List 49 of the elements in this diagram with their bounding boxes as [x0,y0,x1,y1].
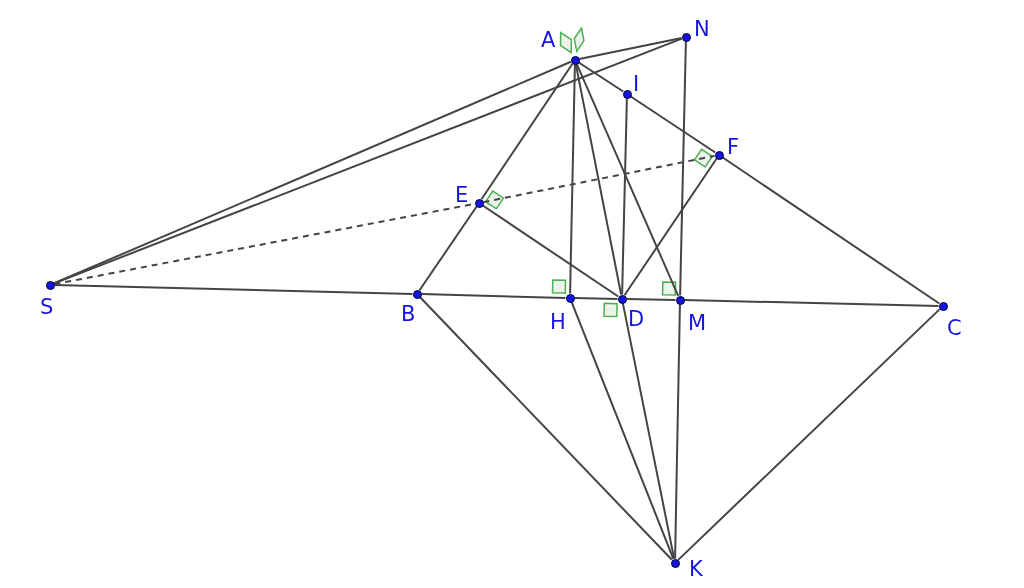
point-label: E [455,185,469,206]
point [681,32,691,42]
line-segment [625,298,677,301]
point-label: B [401,304,416,325]
line-segment [677,308,941,561]
line-segment [577,61,625,93]
line-segment [629,95,717,154]
line-segment [418,205,478,292]
line-segment [480,62,574,201]
line-segment [623,157,718,297]
point [570,55,580,65]
point-label: H [550,312,566,333]
line-segment [674,303,681,560]
point-label: S [40,297,54,318]
point [565,293,575,303]
line-segment [574,63,623,296]
point-label: F [727,137,740,158]
point [938,301,948,311]
point-label: D [628,309,645,330]
point [670,558,680,568]
line-segment [621,97,628,296]
point [675,295,685,305]
line-segment [53,284,414,295]
line-segment [621,302,676,560]
point [617,294,627,304]
point-label: M [688,313,707,334]
line-segment [573,297,619,300]
point [622,89,632,99]
line-segment [570,301,675,560]
point-label: K [689,559,703,580]
point [45,280,55,290]
line-segment [683,299,940,307]
dashed-segment [482,154,716,204]
line-segment [679,40,687,297]
point-label: N [694,19,710,40]
point-label: C [947,318,962,339]
point-label: A [541,30,556,51]
point-label: I [633,74,640,95]
line-segment [569,63,576,295]
point [412,289,422,299]
point [714,150,724,160]
line-segment [578,36,683,61]
line-segment [419,296,673,561]
line-segment [721,156,941,305]
line-segment [481,204,620,298]
line-segment [575,63,680,297]
line-segment [53,37,683,285]
point [474,198,484,208]
line-segment [420,293,567,299]
